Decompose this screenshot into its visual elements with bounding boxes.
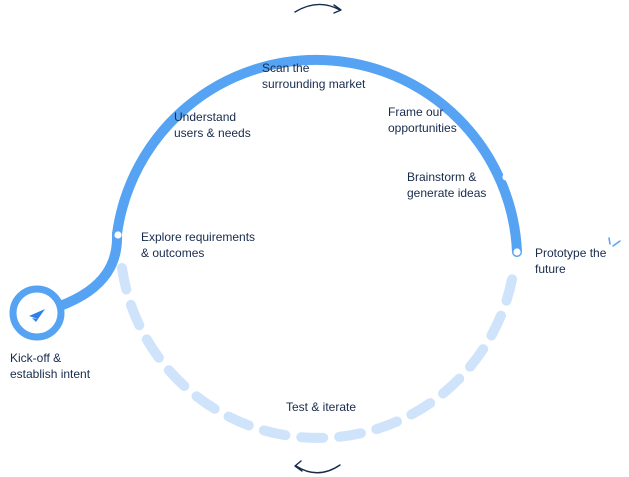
- node-dot-frame: [464, 103, 472, 111]
- sparkle-icon: [608, 237, 621, 247]
- node-dot-brainstorm: [502, 173, 510, 181]
- node-dot-prototype: [513, 248, 521, 256]
- node-dot-explore: [114, 231, 122, 239]
- step-label-frame: Frame our opportunities: [388, 105, 457, 135]
- step-label-scan: Scan the surrounding market: [262, 61, 366, 91]
- step-label-prototype: Prototype the future: [535, 246, 607, 276]
- kickoff-connector: [55, 229, 123, 311]
- paper-plane-icon: [29, 309, 45, 322]
- step-label-understand: Understand users & needs: [174, 110, 251, 140]
- step-label-explore: Explore requirements & outcomes: [141, 230, 256, 260]
- step-label-brainstorm: Brainstorm & generate ideas: [407, 170, 487, 200]
- counterclockwise-arrow-icon: [294, 460, 341, 474]
- step-label-kickoff: Kick-off & establish intent: [10, 351, 91, 381]
- step-label-test: Test & iterate: [286, 400, 357, 414]
- clockwise-arrow-icon: [294, 3, 342, 14]
- solid-arc: [112, 54, 522, 257]
- test-iterate-dashed-arc: [117, 263, 519, 443]
- node-dot-scan: [261, 42, 269, 50]
- node-dot-understand: [158, 102, 166, 110]
